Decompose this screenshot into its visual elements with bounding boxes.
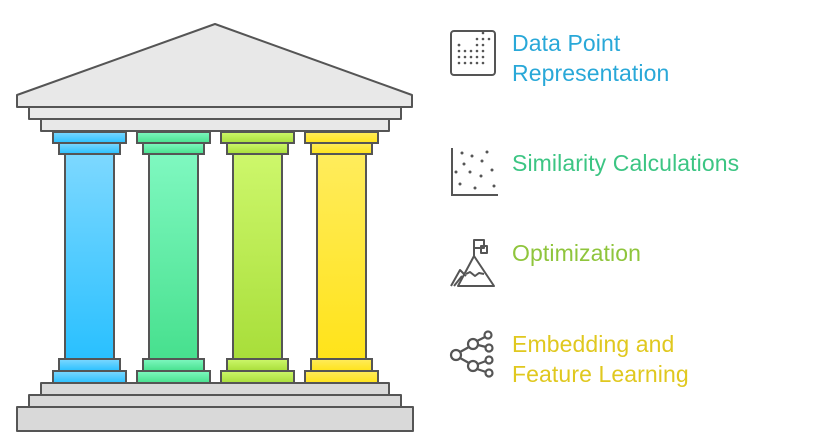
pillar-capital-top xyxy=(220,131,295,144)
pillar-capital-top xyxy=(52,131,127,144)
mountain-flag-icon xyxy=(450,239,495,287)
pillar-label-similarity-calculations: Similarity Calculations xyxy=(448,146,739,198)
base-step-3 xyxy=(16,406,414,432)
temple-diagram xyxy=(16,23,414,432)
pillar-base-top xyxy=(226,358,289,372)
data-grid-icon xyxy=(450,30,496,76)
roof-band-1 xyxy=(28,106,402,120)
pillar-base-bottom xyxy=(304,370,379,384)
label-line-2: Feature Learning xyxy=(512,361,689,387)
pillar-label-optimization: Optimization xyxy=(448,236,641,288)
pillar-capital-bottom xyxy=(142,142,205,155)
pillar-2 xyxy=(136,131,211,384)
pillar-capital-top xyxy=(136,131,211,144)
temple-roof xyxy=(16,23,413,108)
base-step-2 xyxy=(28,394,402,408)
label-text: Embedding and Feature Learning xyxy=(512,329,689,389)
pillar-capital-bottom xyxy=(310,142,373,155)
pillar-base-bottom xyxy=(52,370,127,384)
pillar-3 xyxy=(220,131,295,384)
pillar-capital-bottom xyxy=(226,142,289,155)
label-text: Similarity Calculations xyxy=(512,148,739,178)
pillar-base-top xyxy=(310,358,373,372)
label-text: Data Point Representation xyxy=(512,28,669,88)
roof-band-2 xyxy=(40,118,390,132)
pillar-base-bottom xyxy=(220,370,295,384)
pillar-capital-bottom xyxy=(58,142,121,155)
pillar-label-embedding-feature-learning: Embedding and Feature Learning xyxy=(448,329,689,389)
scatter-plot-icon xyxy=(451,148,498,196)
label-text: Optimization xyxy=(512,238,641,268)
pillar-base-top xyxy=(142,358,205,372)
network-nodes-icon xyxy=(449,330,494,378)
pillar-base-top xyxy=(58,358,121,372)
pillar-shaft xyxy=(64,153,115,360)
pillar-shaft xyxy=(316,153,367,360)
pillar-capital-top xyxy=(304,131,379,144)
pillar-shaft xyxy=(148,153,199,360)
pillar-shaft xyxy=(232,153,283,360)
label-line-1: Embedding and xyxy=(512,331,675,357)
pillar-1 xyxy=(52,131,127,384)
pillar-base-bottom xyxy=(136,370,211,384)
label-line-1: Optimization xyxy=(512,240,642,266)
pillar-label-data-point-representation: Data Point Representation xyxy=(448,28,669,88)
label-line-2: Representation xyxy=(512,60,670,86)
base-step-1 xyxy=(40,382,390,396)
label-line-1: Similarity Calculations xyxy=(512,150,740,176)
label-line-1: Data Point xyxy=(512,30,621,56)
pillar-4 xyxy=(304,131,379,384)
